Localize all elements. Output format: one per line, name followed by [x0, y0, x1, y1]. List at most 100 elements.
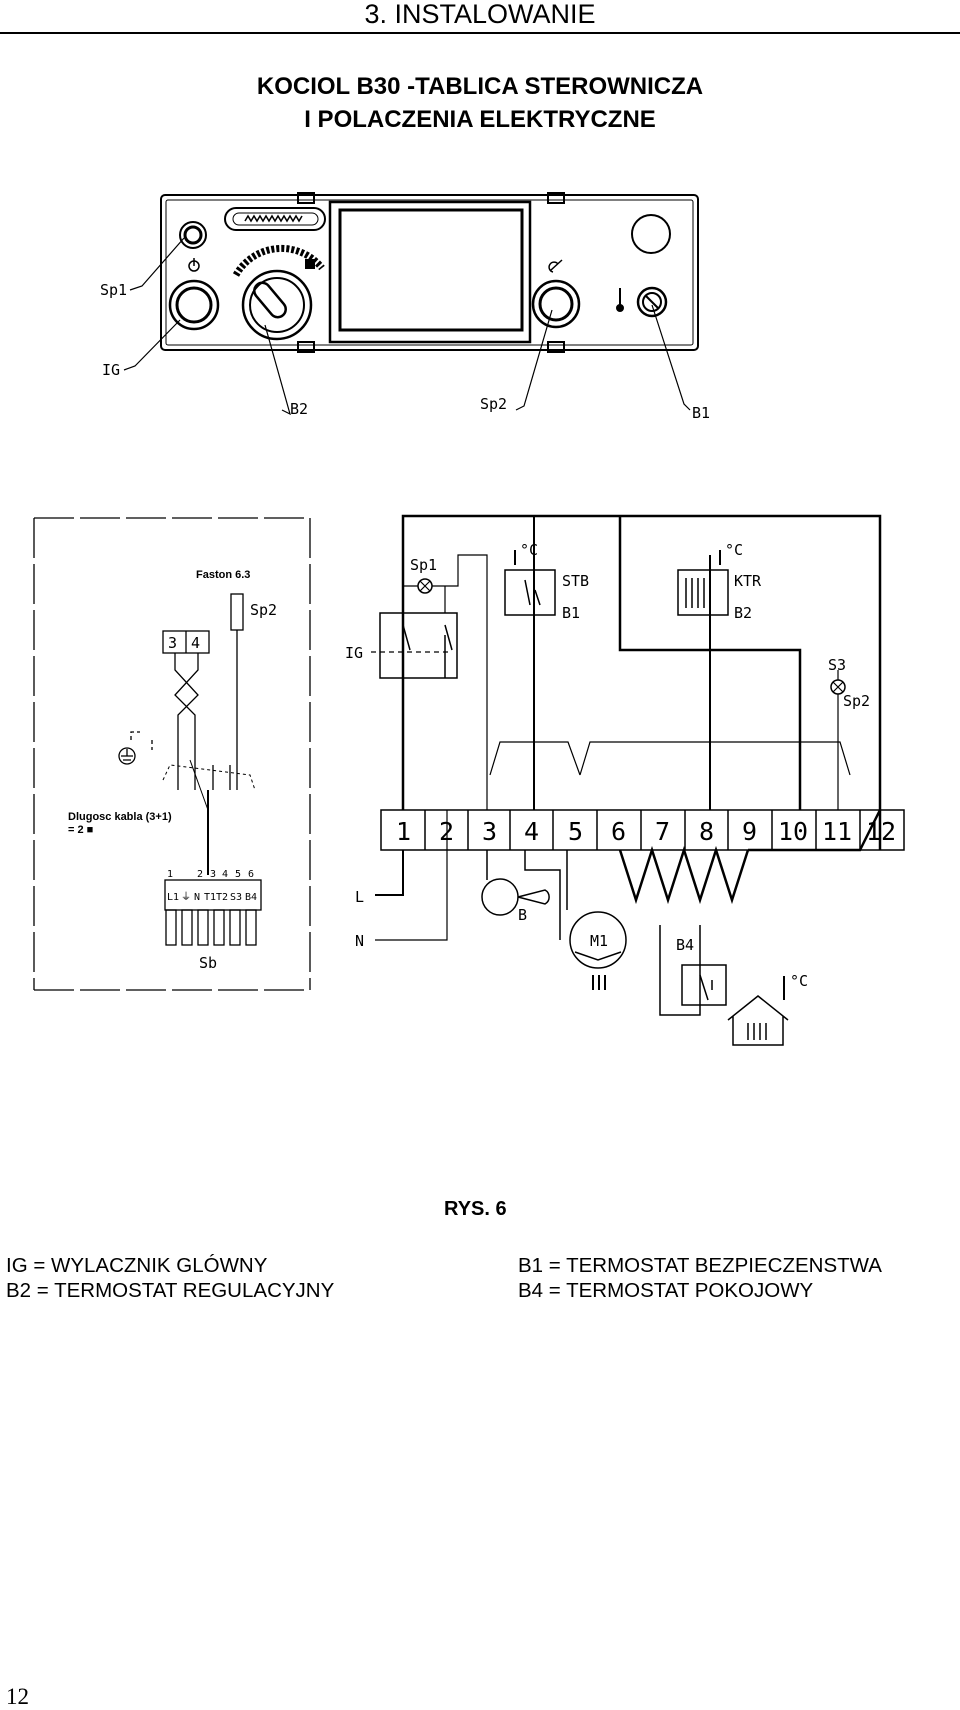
- svg-text:10: 10: [778, 817, 808, 846]
- label-l: L: [355, 888, 364, 906]
- svg-text:T2: T2: [216, 892, 228, 903]
- legend-b2: B2 = TERMOSTAT REGULACYJNY: [6, 1279, 335, 1302]
- document-title: KOCIOL B30 -TABLICA STEROWNICZA I POLACZ…: [0, 70, 960, 136]
- label-b2: B2: [734, 604, 752, 622]
- label-connector-4: 4: [191, 634, 200, 652]
- leader-sp2: [515, 309, 553, 411]
- mount-tab: [297, 192, 315, 204]
- wiring-diagram: Faston 6.3 Sp2 3 4 Dlugosc kabla (3+1) =…: [33, 514, 905, 1046]
- svg-text:⏚: ⏚: [181, 891, 191, 903]
- label-sb: Sb: [199, 954, 217, 972]
- svg-text:4: 4: [524, 817, 539, 846]
- label-b1: B1: [692, 404, 710, 422]
- svg-text:8: 8: [699, 817, 714, 846]
- label-ig: IG: [102, 361, 120, 379]
- label-b1: B1: [562, 604, 580, 622]
- label-cable-length-2: = 2 ■: [68, 824, 93, 836]
- svg-text:9: 9: [742, 817, 757, 846]
- display-screen: [338, 208, 524, 332]
- safety-thermostat-box: [504, 569, 556, 616]
- main-switch-knob: [168, 279, 220, 331]
- section-title: 3. INSTALOWANIE: [364, 0, 596, 29]
- label-burner-b: B: [518, 906, 527, 924]
- leader-b1: [651, 304, 691, 411]
- safety-thermostat-cap: [636, 286, 668, 318]
- socket-sb: [164, 879, 262, 911]
- header-rule: [0, 32, 960, 34]
- svg-text:12: 12: [866, 817, 896, 846]
- reset-lamp: [531, 279, 581, 329]
- mount-tab: [547, 341, 565, 353]
- svg-text:S3: S3: [230, 892, 242, 903]
- label-n: N: [355, 932, 364, 950]
- svg-text:2: 2: [439, 817, 454, 846]
- page-number: 12: [6, 1684, 29, 1709]
- svg-text:5: 5: [568, 817, 583, 846]
- faston-connector: [230, 593, 244, 631]
- burner-symbol: [481, 878, 519, 916]
- label-cable-length-1: Dlugosc kabla (3+1): [68, 811, 172, 823]
- svg-text:B4: B4: [245, 892, 257, 903]
- label-celsius-1: °C: [520, 541, 538, 559]
- main-switch-box: [379, 612, 458, 679]
- indicator-lamp: [179, 221, 207, 249]
- label-celsius-2: °C: [725, 541, 743, 559]
- label-sp2: Sp2: [480, 395, 507, 413]
- svg-text:L1: L1: [167, 892, 179, 903]
- regulator-knob: [241, 269, 313, 341]
- svg-text:3: 3: [482, 817, 497, 846]
- control-panel-diagram: Sp1 IG B2 Sp2 B1: [100, 192, 710, 422]
- mount-tab: [547, 192, 565, 204]
- label-faston: Faston 6.3: [196, 569, 250, 581]
- svg-text:6: 6: [611, 817, 626, 846]
- flame-icon: [548, 259, 563, 273]
- label-stb: STB: [562, 572, 589, 590]
- temperature-scale-window: [224, 207, 326, 231]
- regulator-scale: [232, 244, 325, 277]
- label-ktr: KTR: [734, 572, 762, 590]
- plug-area-border: [33, 517, 311, 991]
- figure-caption: RYS. 6: [444, 1198, 507, 1220]
- room-thermostat-b4: [681, 964, 727, 1006]
- label-sp2-connector: Sp2: [250, 601, 277, 619]
- svg-text:4: 4: [222, 869, 228, 880]
- panel-outline: [160, 194, 699, 351]
- svg-text:5: 5: [235, 869, 241, 880]
- cable-bundle: [174, 630, 238, 790]
- leader-b2: [264, 324, 291, 416]
- document-title-line2: I POLACZENIA ELEKTRYCZNE: [304, 106, 656, 133]
- terminal-strip[interactable]: [380, 809, 905, 851]
- house-icon: [727, 995, 789, 1046]
- svg-text:11: 11: [822, 817, 852, 846]
- svg-text:7: 7: [655, 817, 670, 846]
- earth-icon: [118, 747, 136, 765]
- leader-ig: [123, 319, 181, 371]
- socket-pins: [165, 909, 257, 946]
- mount-tab: [297, 341, 315, 353]
- blank-plug: [631, 214, 671, 254]
- label-celsius-3: °C: [790, 972, 808, 990]
- label-m1: M1: [590, 932, 608, 950]
- flame-icon: [517, 889, 550, 905]
- legend-ig: IG = WYLACZNIK GLÓWNY: [6, 1254, 268, 1277]
- regulating-thermostat-box: [677, 569, 729, 616]
- svg-text:2: 2: [197, 869, 203, 880]
- document-title-line1: KOCIOL B30 -TABLICA STEROWNICZA: [256, 73, 704, 100]
- legend-b4: B4 = TERMOSTAT POKOJOWY: [518, 1279, 814, 1302]
- label-ig-switch: IG: [345, 644, 363, 662]
- label-sp1-lamp: Sp1: [410, 556, 437, 574]
- svg-text:6: 6: [248, 869, 254, 880]
- socket-label-row: L1 ⏚ N T1 T2 S3 B4: [167, 891, 257, 903]
- socket-number-row: 1 2 3 4 5 6: [167, 869, 254, 880]
- label-sp2-lamp: Sp2: [843, 692, 870, 710]
- legend-b1: B1 = TERMOSTAT BEZPIECZENSTWA: [518, 1254, 882, 1277]
- label-s3: S3: [828, 656, 846, 674]
- pump-motor-m1: [569, 911, 627, 969]
- svg-text:1: 1: [396, 817, 411, 846]
- svg-text:N: N: [194, 892, 200, 903]
- svg-text:T1: T1: [204, 892, 216, 903]
- bus-line-l: [401, 514, 882, 810]
- leader-sp1: [129, 237, 185, 291]
- label-connector-3: 3: [168, 634, 177, 652]
- display-window: [328, 200, 532, 344]
